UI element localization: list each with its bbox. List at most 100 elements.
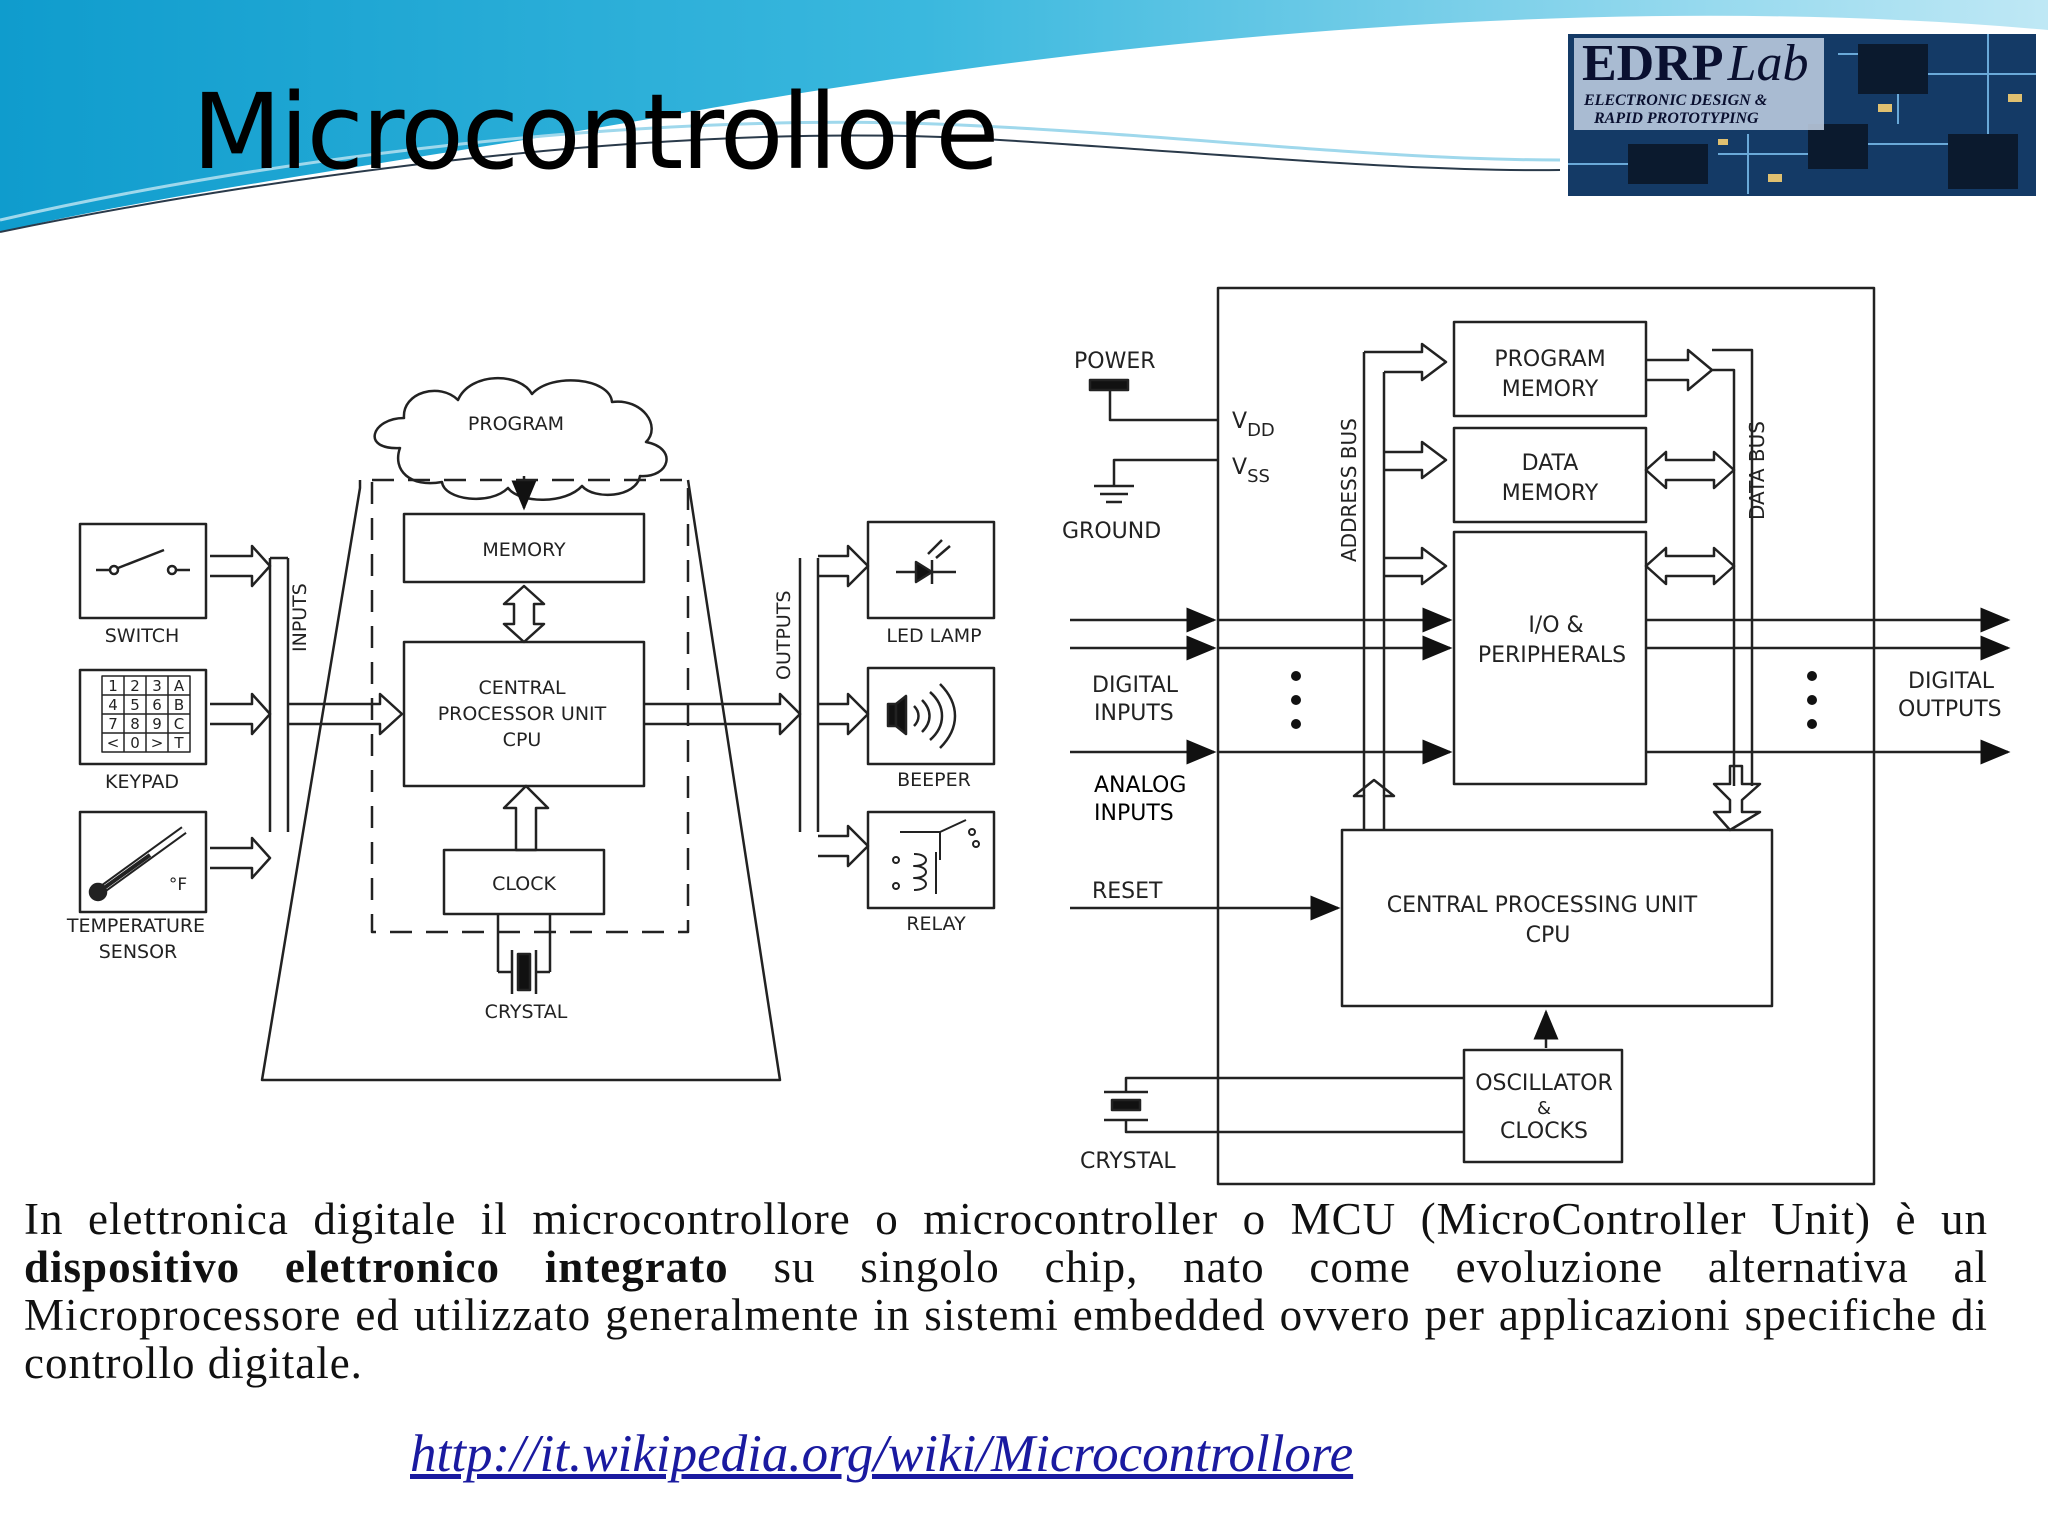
relay-icon (866, 810, 996, 910)
cpu-label-line2: PROCESSOR UNIT (438, 703, 607, 725)
ground-label: GROUND (1062, 519, 1161, 544)
io-label-line2: PERIPHERALS (1478, 643, 1626, 668)
vss-label: VSS (1232, 455, 1270, 487)
reset-label: RESET (1092, 879, 1163, 904)
outputs-bus-label: OUTPUTS (773, 591, 795, 681)
thermometer-symbol (88, 826, 187, 902)
keypad-key: 9 (152, 715, 162, 733)
data-memory-block (1452, 426, 1648, 524)
description-paragraph: In elettronica digitale il microcontroll… (24, 1194, 1988, 1388)
beeper-label: BEEPER (897, 769, 971, 791)
inputs-bus (268, 556, 290, 832)
program-label: PROGRAM (468, 413, 564, 435)
led-lamp-icon (866, 520, 996, 620)
clock-label: CLOCK (492, 873, 556, 895)
keypad-key: 3 (152, 677, 162, 695)
cpu-label-line3: CPU (503, 729, 542, 751)
right-crystal-label: CRYSTAL (1080, 1149, 1176, 1174)
right-block-diagram: POWER VDD VSS GROUND ADDRESS BUS DATA BU… (1062, 286, 2011, 1186)
clock-block (442, 848, 606, 916)
keypad-key: 6 (152, 696, 162, 714)
clock-cpu-arrow (502, 784, 550, 852)
crystal-symbol-right (1104, 1076, 1464, 1134)
io-label-line1: I/O & (1528, 613, 1583, 638)
thermometer-icon (78, 810, 208, 914)
slide-title: Microcontrollore (192, 71, 999, 193)
digital-outputs-line1: DIGITAL (1908, 669, 1995, 694)
oscillator-line3: CLOCKS (1500, 1119, 1588, 1144)
oscillator-line2: & (1537, 1098, 1551, 1119)
keypad-key: B (174, 696, 184, 714)
memory-cpu-bus-arrow (502, 584, 546, 644)
memory-block (402, 512, 646, 584)
left-crystal-label: CRYSTAL (485, 1001, 568, 1023)
logo-text: EDRPLab (1582, 35, 1809, 92)
inputs-bus-label: INPUTS (289, 583, 311, 652)
beeper-output-arrow (818, 692, 870, 736)
data-bus-line (1646, 348, 1754, 786)
mcu-funnel-outline (260, 479, 782, 1082)
keypad-key: T (173, 734, 184, 752)
input-ellipsis (1291, 671, 1301, 729)
keypad-key: < (107, 734, 120, 752)
switch-input-arrow (210, 544, 272, 588)
keypad-key: 4 (108, 696, 118, 714)
keypad-icon (78, 668, 208, 766)
program-memory-line2: MEMORY (1502, 377, 1599, 402)
beeper-icon (866, 666, 996, 766)
address-bus-label: ADDRESS BUS (1337, 418, 1361, 562)
mcu-chip-outline (1216, 286, 1876, 1186)
digital-inputs-line2: INPUTS (1094, 701, 1174, 726)
mcu-chip-boundary (370, 478, 690, 934)
addr-to-io-arrow (1384, 546, 1448, 586)
vdd-label: VDD (1232, 409, 1275, 441)
relay-output-arrow (818, 824, 870, 868)
left-block-diagram: PROGRAM MEMORY CENTRAL PROCESSOR UNIT CP… (66, 376, 996, 1082)
edrplab-logo: EDRPLab ELECTRONIC DESIGN & RAPID PROTOT… (1568, 34, 2036, 196)
fahrenheit-label: °F (169, 875, 187, 895)
switch-symbol (96, 548, 190, 576)
header-swoosh (0, 0, 2048, 233)
led-output-arrow (818, 544, 870, 588)
keypad-key: 5 (130, 696, 140, 714)
speaker-symbol (886, 683, 957, 749)
cpu-label-line1: CENTRAL (478, 677, 566, 699)
led-symbol (896, 539, 956, 584)
datamem-bus-arrow (1644, 450, 1736, 490)
led-lamp-label: LED LAMP (886, 625, 981, 647)
keypad-key: 7 (108, 715, 118, 733)
switch-icon (78, 522, 208, 620)
cpu-right-line1: CENTRAL PROCESSING UNIT (1387, 893, 1698, 918)
cpu-data-bus-arrow (1712, 764, 1762, 832)
addr-to-datamem-arrow (1384, 440, 1448, 480)
logo-label-box (1574, 38, 1824, 130)
temp-input-arrow (210, 836, 272, 880)
relay-label: RELAY (906, 913, 966, 935)
keypad-key: > (151, 734, 164, 752)
program-memory-block (1452, 320, 1648, 418)
analog-inputs-line1: ANALOG (1094, 773, 1186, 798)
relay-symbol (892, 819, 980, 894)
address-bus-line (1362, 342, 1448, 796)
program-cloud (373, 376, 668, 501)
analog-inputs-line2: INPUTS (1094, 801, 1174, 826)
power-terminal (1088, 378, 1130, 392)
power-label: POWER (1074, 349, 1156, 374)
cpu-right-line2: CPU (1526, 923, 1571, 948)
digital-outputs-line2: OUTPUTS (1898, 697, 2002, 722)
data-bus-label: DATA BUS (1745, 421, 1769, 520)
ground-symbol (1094, 484, 1134, 504)
output-ellipsis (1807, 671, 1817, 729)
inputs-to-cpu-arrow (288, 692, 404, 736)
keypad-key: A (174, 677, 185, 695)
microcontroller-diagrams: PROGRAM MEMORY CENTRAL PROCESSOR UNIT CP… (66, 286, 2011, 1186)
keypad-grid (101, 675, 191, 753)
data-memory-line2: MEMORY (1502, 481, 1599, 506)
keypad-key: C (174, 715, 184, 733)
wikipedia-link[interactable]: http://it.wikipedia.org/wiki/Microcontro… (410, 1425, 1354, 1483)
memory-label: MEMORY (482, 539, 566, 561)
keypad-key: 1 (108, 677, 118, 695)
crystal-symbol (496, 914, 552, 994)
io-peripherals-block (1452, 530, 1648, 786)
